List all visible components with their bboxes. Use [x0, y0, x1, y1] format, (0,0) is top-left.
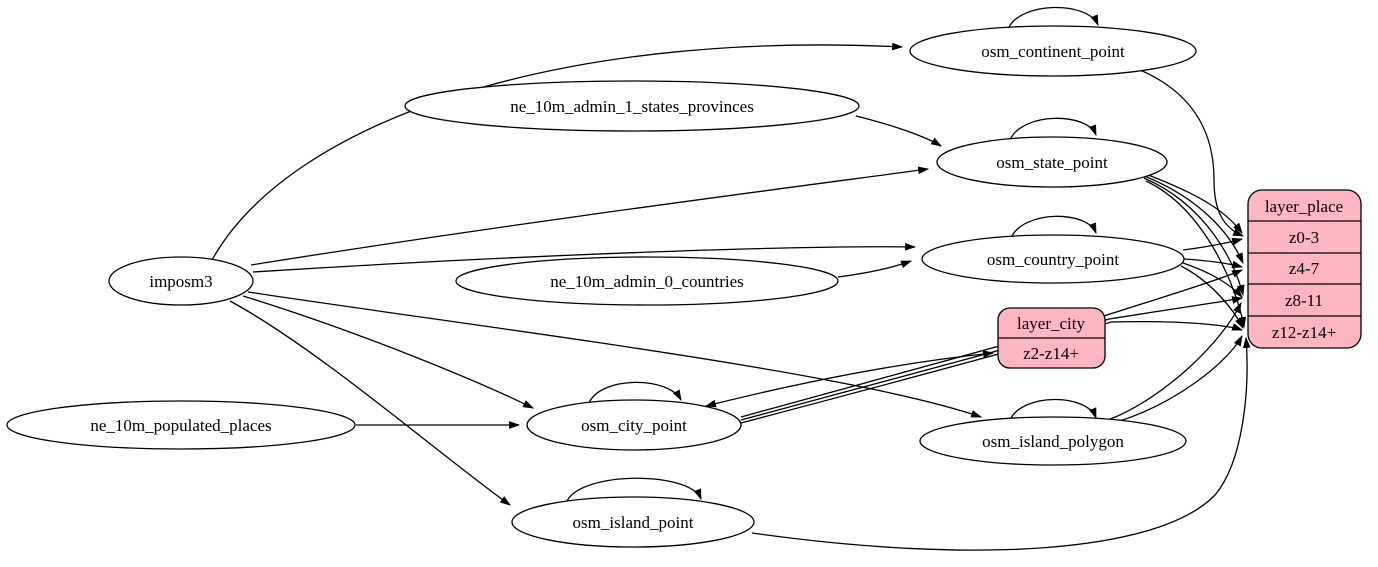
osm-city-point-label: osm_city_point	[581, 416, 687, 435]
edge-osm_country_point-layer_place-z4-7	[1183, 258, 1244, 269]
ne-10m-populated-places-ellipse	[6, 400, 356, 450]
edge-imposm3-osm_country_point	[252, 242, 917, 273]
edge-ne_10m_admin_0_countries-osm_country_point	[837, 260, 913, 278]
node-ne-10m-populated-places: ne_10m_populated_places	[6, 400, 356, 450]
edge-osm_state_point-layer_place-z8-11	[1143, 177, 1245, 297]
osm-continent-point-label: osm_continent_point	[981, 42, 1125, 61]
node-osm-country-point: osm_country_point	[921, 234, 1185, 284]
edge-imposm3-osm_island_point	[229, 300, 511, 506]
layer-place-row-z8-11: z8-11	[1285, 291, 1323, 310]
selfloop-osm_island_polygon	[1009, 398, 1097, 421]
node-ne-10m-admin-1-states-provinces: ne_10m_admin_1_states_provinces	[404, 80, 860, 132]
imposm3-label: imposm3	[149, 272, 212, 291]
selfloop-osm_state_point	[1009, 117, 1097, 141]
osm-island-point-ellipse	[511, 496, 755, 548]
node-osm-island-polygon: osm_island_polygon	[919, 416, 1187, 466]
layer-place-title: layer_place	[1265, 197, 1343, 216]
imposm3-ellipse	[108, 256, 254, 306]
edge-imposm3-osm_state_point	[250, 166, 930, 266]
ne-10m-admin-0-countries-ellipse	[455, 256, 839, 306]
osm-island-polygon-label: osm_island_polygon	[982, 432, 1124, 451]
edge-imposm3-osm_city_point	[242, 295, 534, 409]
edge-osm_city_point-layer_place-z12-z14	[740, 320, 1244, 424]
osm-island-polygon-ellipse	[919, 416, 1187, 466]
layer-place-row-z0-3: z0-3	[1289, 228, 1319, 247]
selfloop-osm_continent_point	[1007, 6, 1099, 30]
node-imposm3: imposm3	[108, 256, 254, 306]
edge-ne_10m_admin_1_states_provinces-osm_state_point	[855, 115, 942, 147]
edge-osm_country_point-layer_place-z8-11	[1182, 262, 1243, 298]
edge-osm_city_point-layer_place-z8-11	[740, 296, 1244, 421]
node-ne-10m-admin-0-countries: ne_10m_admin_0_countries	[455, 256, 839, 306]
layer-place-row-z4-7: z4-7	[1289, 259, 1320, 278]
node-osm-island-point: osm_island_point	[511, 496, 755, 548]
edge-imposm3-osm_continent_point	[211, 42, 904, 261]
selfloop-osm_city_point	[588, 381, 682, 404]
osm-state-point-ellipse	[936, 136, 1168, 188]
osm-state-point-label: osm_state_point	[996, 153, 1108, 172]
edge-osm_island_polygon-layer_place-z8-11	[1107, 302, 1242, 421]
ne-10m-populated-places-label: ne_10m_populated_places	[90, 416, 271, 435]
edge-osm_continent_point-layer_place-z0-3	[1139, 69, 1245, 237]
ne-10m-admin-1-states-provinces-ellipse	[404, 80, 860, 132]
layer-city-title: layer_city	[1017, 314, 1085, 333]
osm-continent-point-ellipse	[909, 25, 1197, 77]
selfloop-osm_island_point	[566, 477, 702, 502]
osm-island-point-label: osm_island_point	[573, 513, 694, 532]
edge-osm_country_point-layer_place-z12-z14	[1180, 265, 1244, 329]
osm-city-point-ellipse	[526, 399, 742, 451]
layer-city-node: layer_city z2-z14+	[997, 307, 1106, 369]
ne-10m-admin-1-states-provinces-label: ne_10m_admin_1_states_provinces	[510, 97, 754, 116]
node-osm-city-point: osm_city_point	[526, 399, 742, 451]
edge-osm_country_point-layer_place-z0-3	[1182, 237, 1244, 251]
layer-place-row-z12-z14: z12-z14+	[1272, 323, 1336, 342]
layer-city-row-z2-z14: z2-z14+	[1023, 344, 1079, 363]
edge-imposm3-osm_island_polygon	[247, 291, 983, 418]
layer-place-node: layer_place z0-3 z4-7 z8-11 z12-z14+	[1247, 189, 1362, 349]
selfloop-osm_country_point	[1010, 215, 1097, 239]
edges-group	[211, 6, 1251, 551]
node-osm-continent-point: osm_continent_point	[909, 25, 1197, 77]
layer-place-box	[1247, 189, 1362, 349]
osm-country-point-label: osm_country_point	[987, 250, 1119, 269]
edge-osm_island_polygon-layer_place-z12-z14	[1112, 335, 1243, 424]
ne-10m-admin-0-countries-label: ne_10m_admin_0_countries	[550, 272, 744, 291]
edge-osm_state_point-layer_place-z0-3	[1139, 171, 1243, 234]
node-osm-state-point: osm_state_point	[936, 136, 1168, 188]
edge-osm_island_point-layer_place-z12-z14	[751, 336, 1251, 551]
osm-country-point-ellipse	[921, 234, 1185, 284]
edge-osm_city_point-layer_city-z2-z14	[704, 350, 995, 408]
edge-osm_state_point-layer_place-z4-7	[1141, 174, 1244, 265]
